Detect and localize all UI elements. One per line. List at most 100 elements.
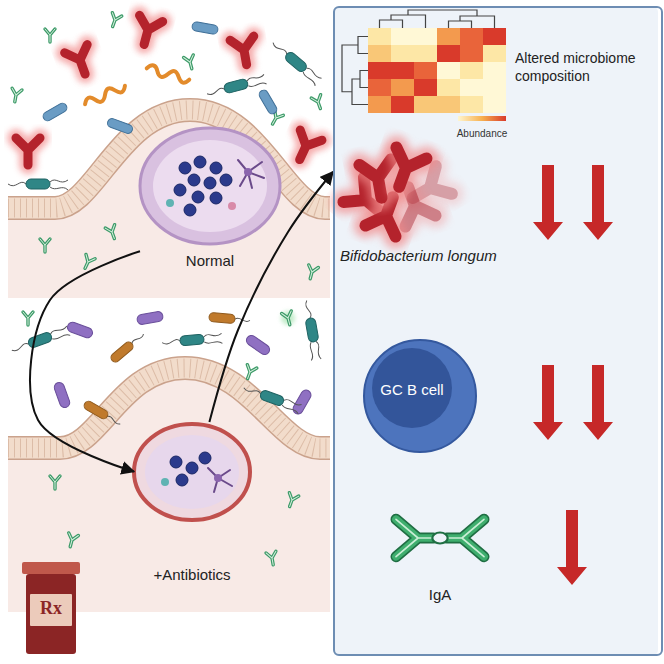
dendrogram <box>352 79 368 105</box>
normal-microbes <box>269 39 322 86</box>
normal-intestine <box>174 156 232 216</box>
antibiotic-intestine <box>208 468 232 492</box>
text-holder: Altered microbiome composition <box>515 50 657 85</box>
normal-microbes <box>8 13 325 280</box>
antibiotic-microbes <box>266 551 278 566</box>
normal-intestine <box>8 110 330 298</box>
gc-b-cell <box>364 340 476 452</box>
normal-intestine <box>244 168 252 176</box>
iga-antibody <box>432 533 447 544</box>
normal-intestine <box>153 140 267 232</box>
heatmap <box>368 96 391 113</box>
normal-intestine <box>174 184 186 196</box>
dendrogram <box>358 37 368 54</box>
decrease-arrow <box>583 165 613 240</box>
dendrogram <box>391 15 426 28</box>
heatmap <box>368 79 391 96</box>
normal-microbes <box>81 254 96 270</box>
heatmap <box>414 28 437 45</box>
panel-heading: Altered microbiome composition <box>515 50 657 85</box>
heatmap <box>483 62 506 79</box>
bifidobacterium-cluster <box>343 147 451 236</box>
gc-b-cell <box>372 348 452 428</box>
antibiotic-microbes <box>82 400 122 428</box>
iga-antibody <box>396 519 484 556</box>
normal-microbes <box>289 130 322 165</box>
bifidobacterium-cluster <box>384 147 426 192</box>
decrease-arrow <box>583 365 613 440</box>
text-holder: IgA <box>400 586 480 604</box>
heatmap <box>391 62 414 79</box>
pill-bottle <box>26 574 76 654</box>
text-holder: Bifidobacterium longum <box>340 247 540 265</box>
antibiotic-intestine <box>161 478 169 486</box>
gc-b-cell <box>364 340 476 452</box>
normal-intestine <box>228 202 236 210</box>
antibiotic-microbes <box>65 533 78 548</box>
heatmap <box>368 28 506 113</box>
connector-arrow <box>30 251 140 471</box>
condition-label: Normal <box>186 252 234 270</box>
antibiotic-intestine <box>134 424 250 520</box>
antibiotic-microbes <box>285 493 299 509</box>
dendrogram <box>342 10 495 105</box>
normal-microbes <box>311 95 325 111</box>
decrease-arrow <box>557 510 587 585</box>
antibiotic-intestine <box>176 474 188 486</box>
antibiotic-microbes <box>23 312 33 325</box>
highlighted-antibody <box>281 311 295 326</box>
heatmap <box>368 62 391 79</box>
pill-bottle <box>30 594 72 626</box>
normal-intestine <box>8 110 330 298</box>
antibiotic-microbes <box>10 300 322 566</box>
heatmap <box>437 96 460 113</box>
antibiotic-intestine <box>145 435 239 509</box>
normal-microbes <box>305 265 318 280</box>
antibiotic-microbes <box>50 476 60 489</box>
heatmap <box>460 62 483 79</box>
normal-microbes <box>206 73 267 99</box>
antibiotic-intestine <box>170 456 182 468</box>
decrease-arrow <box>533 365 563 440</box>
antibiotic-microbes <box>244 333 271 356</box>
normal-microbes <box>45 29 55 42</box>
normal-intestine <box>179 162 191 174</box>
antibiotic-intestine <box>214 474 222 482</box>
heatmap <box>460 28 483 45</box>
heatmap <box>483 28 506 45</box>
scale-label: Abundance <box>457 128 508 140</box>
normal-microbes <box>133 15 163 47</box>
normal-intestine <box>238 160 264 188</box>
heatmap <box>368 28 391 45</box>
heatmap <box>483 79 506 96</box>
normal-intestine <box>204 177 216 189</box>
condition-label: +Antibiotics <box>153 566 230 584</box>
follicle-node: +Antibiotics <box>134 422 250 587</box>
antibiotic-microbes <box>301 300 322 361</box>
normal-microbes <box>8 179 68 190</box>
highlighted-antibody <box>282 311 295 326</box>
heatmap <box>437 62 460 79</box>
heatmap <box>414 79 437 96</box>
antibiotic-microbes <box>242 383 302 414</box>
heatmap <box>391 28 414 45</box>
normal-intestine <box>220 174 232 186</box>
antibiotic-microbes <box>136 311 163 325</box>
antibiotic-microbes <box>10 325 70 356</box>
antibiotic-intestine <box>170 452 211 486</box>
normal-intestine <box>184 204 196 216</box>
decrease-arrow <box>533 165 613 585</box>
antibiotic-microbes <box>162 332 223 348</box>
antibiotic-microbes <box>291 388 313 416</box>
pill-bottle <box>22 562 80 654</box>
text-holder: Rx <box>30 598 72 620</box>
antibiotic-microbes <box>66 321 94 339</box>
text-holder: GC B cell <box>362 381 462 399</box>
normal-microbes <box>41 102 68 123</box>
abundance-scale <box>458 116 506 121</box>
species-label: Bifidobacterium longum <box>340 247 497 265</box>
panel-ground <box>333 6 658 656</box>
